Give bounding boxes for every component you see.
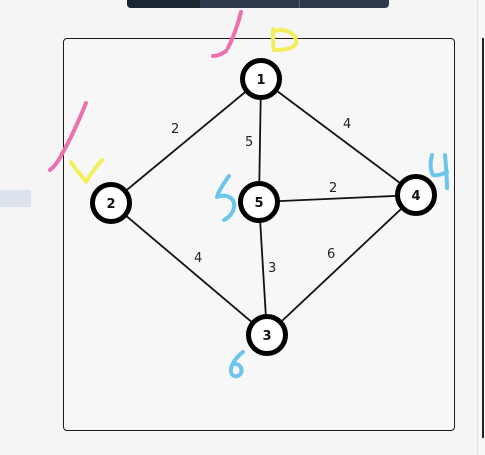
nodes: 1 2 3 4 5 xyxy=(90,58,437,356)
node-label-4: 4 xyxy=(411,189,420,204)
yellow-annotation-node-1 xyxy=(271,27,299,52)
edge-weight-4-3: 6 xyxy=(327,247,335,262)
node-5: 5 xyxy=(238,181,280,223)
toolbar-segment xyxy=(127,0,200,8)
blue-annotation-node-3 xyxy=(228,350,245,379)
top-toolbar xyxy=(127,0,389,8)
handwritten-annotations xyxy=(48,10,449,379)
node-4: 4 xyxy=(395,174,437,216)
node-label-5: 5 xyxy=(254,196,263,211)
node-2: 2 xyxy=(90,182,132,224)
edge-labels: 2 5 4 2 4 3 6 xyxy=(171,117,351,276)
left-panel-highlight xyxy=(0,190,31,207)
edge-weight-5-3: 3 xyxy=(268,261,276,276)
edge-5-4 xyxy=(258,194,417,203)
edge-weight-1-5: 5 xyxy=(245,135,253,150)
node-1: 1 xyxy=(240,58,282,100)
graph-canvas xyxy=(63,38,455,431)
node-label-2: 2 xyxy=(106,197,115,212)
right-edge-line xyxy=(482,38,484,438)
node-label-3: 3 xyxy=(262,329,271,344)
edge-1-4 xyxy=(260,78,417,196)
edge-2-3 xyxy=(110,202,268,336)
edge-weight-1-4: 4 xyxy=(343,117,351,132)
edge-5-3 xyxy=(258,201,268,336)
blue-annotation-node-5 xyxy=(215,174,237,222)
pink-annotation-node-1 xyxy=(211,10,243,58)
node-3: 3 xyxy=(246,314,288,356)
yellow-annotation-node-2 xyxy=(69,158,104,184)
right-scroll-strip xyxy=(477,0,485,455)
pink-annotation-node-2 xyxy=(48,101,88,172)
edge-4-3 xyxy=(266,194,417,336)
edge-1-2 xyxy=(110,78,262,204)
edge-weight-1-2: 2 xyxy=(171,122,179,137)
edges xyxy=(110,78,417,336)
edge-weight-2-3: 4 xyxy=(194,251,202,266)
blue-annotation-node-4 xyxy=(428,153,449,190)
edge-weight-5-4: 2 xyxy=(329,181,337,196)
toolbar-divider xyxy=(299,0,300,8)
node-label-1: 1 xyxy=(256,73,265,88)
